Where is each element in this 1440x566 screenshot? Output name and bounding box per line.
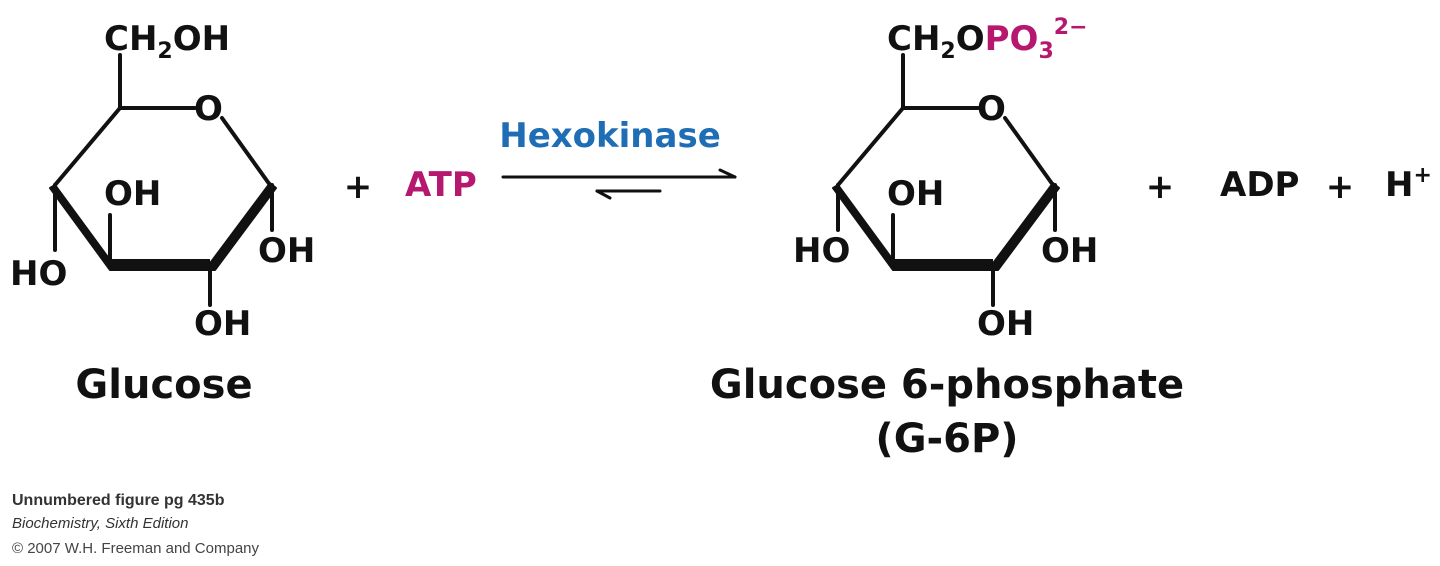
- glucose-ch2oh-label: CH2OH: [104, 19, 230, 64]
- plus-sign-1: +: [344, 167, 373, 207]
- forward-arrow-head: [718, 168, 737, 179]
- g6p-ho4-label: HO: [793, 231, 850, 271]
- caption-line-1: Unnumbered figure pg 435b: [12, 492, 225, 509]
- g6p-oh2-label: OH: [977, 304, 1034, 344]
- enzyme-label: Hexokinase: [499, 116, 721, 156]
- glucose-o-c1-bond: [220, 116, 272, 187]
- glucose-structure: [49, 53, 277, 307]
- reverse-arrow-head: [595, 189, 612, 200]
- glucose-ho4-label: HO: [10, 254, 67, 294]
- atp-label: ATP: [405, 165, 477, 205]
- plus-sign-2: +: [1146, 167, 1175, 207]
- glucose-c5-c4-bond: [53, 106, 122, 187]
- g6p-abbrev: (G-6P): [875, 416, 1018, 462]
- g6p-name: Glucose 6-phosphate: [710, 362, 1184, 408]
- g6p-oh3-label: OH: [887, 174, 944, 214]
- equilibrium-arrows: [501, 168, 737, 200]
- g6p-oh1-label: OH: [1041, 231, 1098, 271]
- adp-label: ADP: [1220, 165, 1299, 205]
- glucose-ring-o-label: O: [194, 89, 223, 129]
- caption-line-2: Biochemistry, Sixth Edition: [12, 515, 188, 532]
- glucose-name: Glucose: [75, 362, 252, 408]
- proton-label: H+: [1385, 163, 1432, 205]
- g6p-ring-o-label: O: [977, 89, 1006, 129]
- g6p-c5-c4-bond: [836, 106, 905, 187]
- g6p-ch2opo3-label: CH2OPO32−: [887, 15, 1088, 64]
- g6p-o-c1-bond: [1003, 116, 1055, 187]
- plus-sign-3: +: [1326, 167, 1355, 207]
- glucose-oh2-label: OH: [194, 304, 251, 344]
- g6p-structure: [832, 53, 1060, 307]
- glucose-oh1-label: OH: [258, 231, 315, 271]
- glucose-oh3-label: OH: [104, 174, 161, 214]
- caption-line-3: © 2007 W.H. Freeman and Company: [12, 540, 260, 557]
